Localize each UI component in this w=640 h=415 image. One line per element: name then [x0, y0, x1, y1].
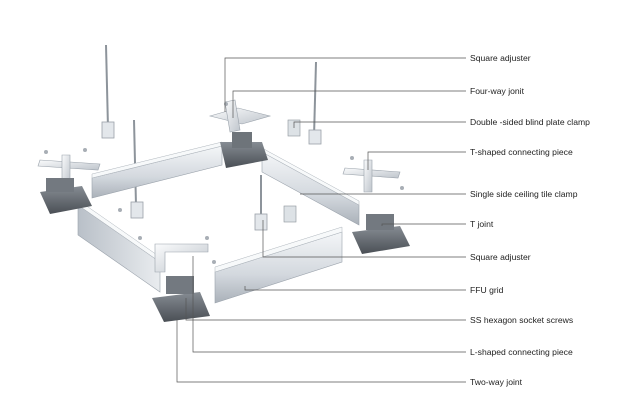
rail-front-left [77, 199, 161, 293]
two-way-joint [152, 276, 210, 322]
label-ffu-grid: FFU grid [470, 285, 504, 295]
t-shaped-plate [342, 159, 401, 193]
label-single-side-clamp: Single side ceiling tile clamp [470, 189, 578, 199]
label-square-adjuster-bottom: Square adjuster [470, 252, 531, 262]
four-way-joint-plate [208, 99, 272, 133]
ss-screws [44, 102, 404, 264]
label-four-way-joint: Four-way jonit [470, 86, 524, 96]
right-t-joint [352, 214, 410, 254]
left-t-plate [37, 154, 101, 186]
label-t-joint: T joint [470, 219, 494, 229]
joints [40, 119, 410, 322]
label-two-way-joint: Two-way joint [470, 377, 523, 387]
label-ss-screws: SS hexagon socket screws [470, 315, 574, 325]
single-side-clamp [283, 205, 297, 223]
rail-front-right [214, 226, 343, 304]
left-t-joint [40, 178, 92, 214]
square-adjusters [101, 121, 322, 231]
four-way-joint [220, 132, 268, 168]
label-double-sided-clamp: Double -sided blind plate clamp [470, 117, 590, 127]
label-t-shaped-piece: T-shaped connecting piece [470, 147, 573, 157]
rail-back-left [91, 141, 223, 199]
label-l-shaped-piece: L-shaped connecting piece [470, 347, 573, 357]
hanging-rods [105, 44, 317, 228]
l-shaped-plate [154, 243, 209, 273]
rail-back-right [261, 147, 360, 226]
leader-lines [176, 57, 466, 383]
label-square-adjuster-top: Square adjuster [470, 53, 531, 63]
